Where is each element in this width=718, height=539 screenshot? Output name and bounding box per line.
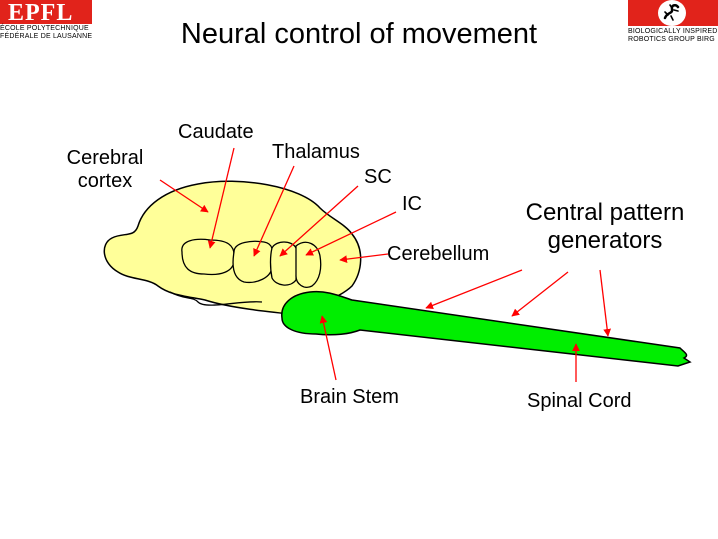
arrow-cpg-3 (599, 269, 612, 337)
birg-line-2: ROBOTICS GROUP BIRG (628, 36, 715, 43)
label-cerebellum: Cerebellum (387, 243, 490, 265)
epfl-mark: EPFL (0, 0, 92, 26)
epfl-logo: EPFL ÉCOLE POLYTECHNIQUE FÉDÉRALE DE LAU… (0, 0, 92, 42)
sc-structure (269, 241, 298, 286)
arrow-caudate (207, 147, 235, 249)
brainstem-spinal-cord (281, 290, 692, 367)
label-brain-stem: Brain Stem (300, 386, 399, 408)
arrow-cerebral-cortex (159, 179, 209, 213)
arrow-sc (279, 185, 359, 257)
brain-lower-contour (169, 291, 263, 306)
epfl-mark-text: EPFL (8, 0, 74, 26)
label-cerebral-cortex-line-1: Cerebral (66, 147, 144, 169)
arrow-cpg-1 (425, 269, 523, 310)
label-ic: IC (402, 193, 422, 215)
arrow-brain-stem (319, 315, 337, 381)
label-cpg-line-2: generators (547, 226, 663, 254)
label-central-pattern-generators: Central pattern generators (505, 199, 705, 254)
arrow-ic (305, 211, 397, 256)
slide-title: Neural control of movement (180, 18, 538, 50)
pointer-arrows (159, 147, 612, 382)
label-cerebral-cortex-line-2: cortex (77, 170, 133, 192)
salamander-icon (658, 0, 686, 26)
epfl-line-1: ÉCOLE POLYTECHNIQUE (0, 25, 89, 32)
label-cerebral-cortex: Cerebral cortex (55, 147, 155, 193)
label-thalamus: Thalamus (272, 141, 360, 163)
label-sc: SC (364, 166, 392, 188)
label-caudate: Caudate (178, 121, 254, 143)
arrow-cpg-2 (511, 271, 569, 317)
label-cpg-line-1: Central pattern (525, 199, 685, 226)
arrow-thalamus (253, 165, 295, 257)
epfl-line-2: FÉDÉRALE DE LAUSANNE (0, 33, 93, 40)
arrow-cerebellum (339, 253, 389, 263)
birg-line-1: BIOLOGICALLY INSPIRED (628, 28, 718, 35)
caudate-structure (181, 238, 235, 276)
label-spinal-cord: Spinal Cord (527, 390, 632, 412)
ic-structure (295, 241, 322, 288)
thalamus-structure (232, 240, 274, 284)
birg-mark (628, 0, 718, 26)
birg-logo: BIOLOGICALLY INSPIRED ROBOTICS GROUP BIR… (628, 0, 718, 48)
